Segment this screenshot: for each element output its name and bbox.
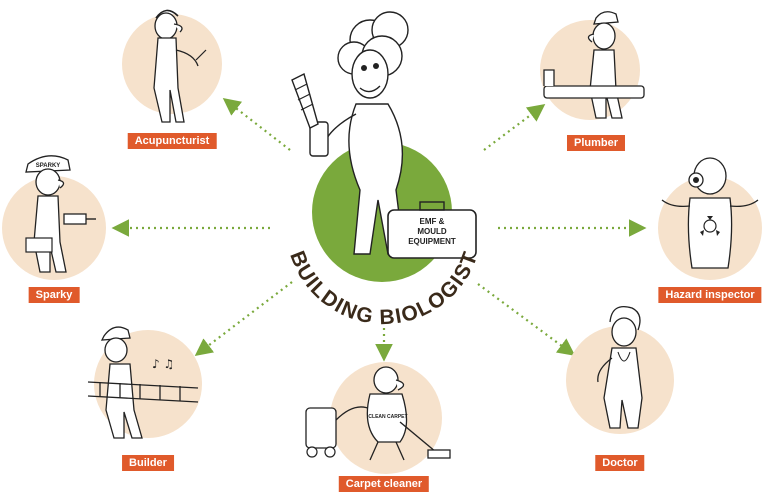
builder-cartoon-icon: ♪ ♫ [87,326,199,439]
carpet-cleaner-shirt-text: CLEAN CARPET [368,414,407,420]
building-biologist-figure: EMF & MOULD EQUIPMENT [291,11,477,259]
electrician-cartoon-icon: SPARKY [25,155,96,273]
hazard-inspector-cartoon-icon [661,157,759,269]
arrow-to-acupuncturist [222,97,291,151]
hazard-inspector-label: Hazard inspector [658,287,762,303]
svg-text:♪ ♫: ♪ ♫ [152,357,174,371]
doctor-cartoon-icon [597,305,643,429]
case-text-line2: MOULD [417,227,447,236]
arrow-to-doctor [477,283,576,356]
acupuncturist-label: Acupuncturist [127,133,217,149]
sparky-label: Sparky [28,287,80,303]
case-text-line3: EQUIPMENT [408,237,456,246]
carpet-cleaner-label: Carpet cleaner [338,476,430,492]
building-biologist-title: BUILDING BIOLOGIST [285,248,483,329]
carpet-cleaner-cartoon-icon: CLEAN CARPET [305,366,451,461]
sparky-cap-text: SPARKY [36,163,61,169]
plumber-label: Plumber [566,135,626,151]
acupuncturist-cartoon-icon [153,9,207,123]
builder-label: Builder [122,455,174,471]
arc-title-text: BUILDING BIOLOGIST [285,248,481,329]
arrow-to-builder [194,281,293,356]
doctor-label: Doctor [595,455,645,471]
case-text-line1: EMF & [420,217,445,226]
plumber-cartoon-icon [543,11,645,119]
